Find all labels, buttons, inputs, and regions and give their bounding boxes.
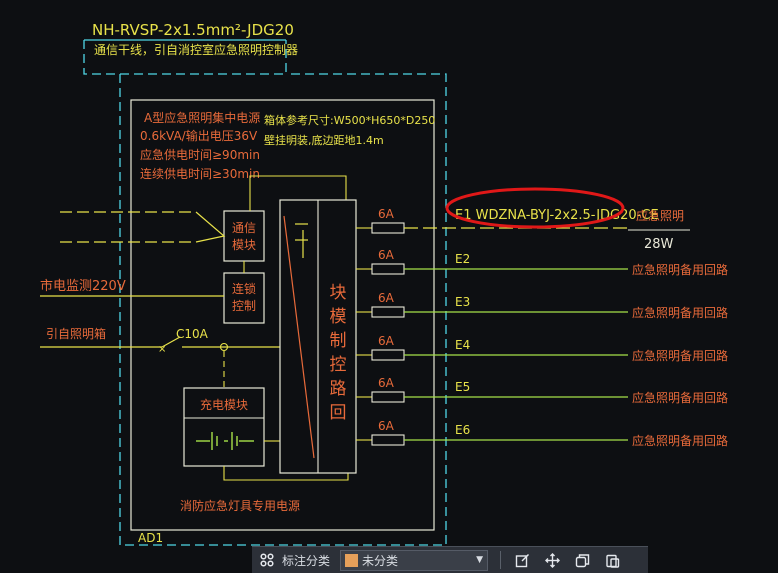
source-line-3: 连续供电时间≥30min — [140, 166, 260, 181]
e1-cable-text: E1 WDZNA-BYJ-2x2.5-JDG20-CE — [455, 208, 659, 223]
toolbar-divider — [500, 551, 502, 569]
spare-circuit-label: 应急照明备用回路 — [632, 390, 728, 405]
comm-module-box — [223, 210, 265, 262]
edit-icon[interactable] — [513, 551, 531, 569]
circuit-id: E3 — [455, 295, 470, 309]
copy-icon[interactable] — [573, 551, 591, 569]
emergency-light-text: 应急照明 — [636, 208, 684, 223]
fuse-rating: 6A — [378, 419, 395, 433]
fuse-rating: 6A — [378, 291, 395, 305]
spare-circuit-label: 应急照明备用回路 — [632, 348, 728, 363]
toolbar-label: 标注分类 — [282, 553, 331, 568]
fuse-rating: 6A — [378, 376, 395, 390]
link-control-box — [223, 272, 265, 324]
comm-module-label: 通信模块 — [232, 221, 256, 252]
fuse-symbol — [371, 434, 405, 446]
fuse-rating: 6A — [378, 334, 395, 348]
circuit-module-label: 块模制控路回 — [330, 283, 347, 423]
grid-icon[interactable] — [258, 551, 276, 569]
category-swatch — [345, 553, 359, 567]
mains-monitor-text: 市电监测220V — [40, 278, 126, 294]
power-text: 28W — [644, 237, 674, 252]
fuse-rating: 6A — [378, 207, 395, 221]
fuse-rating: 6A — [378, 248, 395, 262]
charge-module-label: 充电模块 — [200, 397, 248, 412]
comm-input-join — [195, 211, 226, 243]
circuit-id: E4 — [455, 338, 470, 352]
bottom-note: 消防应急灯具专用电源 — [180, 498, 300, 513]
charge-out-line — [223, 466, 349, 481]
lighting-source-text: 引自照明箱 — [46, 326, 106, 341]
circuit-ticks — [295, 223, 308, 258]
link-control-label: 连锁控制 — [232, 281, 256, 313]
circuit-diagonal — [283, 215, 315, 459]
category-select[interactable]: 未分类 ▼ — [340, 549, 489, 571]
box-size-text: 箱体参考尺寸:W500*H650*D250 — [264, 113, 435, 127]
breaker-label: C10A — [176, 327, 209, 341]
move-icon[interactable] — [543, 551, 561, 569]
comm-bus-line — [249, 175, 347, 211]
fuse-symbol — [371, 222, 405, 234]
fuse-symbol — [371, 391, 405, 403]
breaker-x: × — [158, 344, 166, 355]
paste-icon[interactable] — [603, 551, 621, 569]
battery-symbol — [196, 432, 254, 450]
panel-box — [130, 99, 435, 531]
chevron-down-icon: ▼ — [476, 555, 484, 565]
source-line-1: 0.6kVA/输出电压36V — [140, 128, 258, 143]
circuit-id: E6 — [455, 423, 470, 437]
spare-circuit-label: 应急照明备用回路 — [632, 262, 728, 277]
source-title: A型应急照明集中电源 — [144, 110, 260, 125]
annotation-toolbar: 标注分类 未分类 ▼ — [252, 546, 648, 573]
source-line-2: 应急供电时间≥90min — [140, 147, 260, 162]
fuse-symbol — [371, 349, 405, 361]
breaker-switch — [161, 336, 181, 348]
box-mount-text: 壁挂明装,底边距地1.4m — [264, 133, 384, 147]
fuse-symbol — [371, 306, 405, 318]
circuit-id: E5 — [455, 380, 470, 394]
panel-id: AD1 — [138, 531, 163, 545]
circuit-id: E2 — [455, 252, 470, 266]
spare-circuit-label: 应急照明备用回路 — [632, 433, 728, 448]
outer-dashed-frame — [83, 40, 447, 546]
spare-circuit-label: 应急照明备用回路 — [632, 305, 728, 320]
top-note-text: 通信干线，引自消控室应急照明控制器 — [94, 42, 298, 57]
top-cable-text: NH-RVSP-2x1.5mm²-JDG20 — [92, 21, 294, 39]
output-circuits: 6A 6A E2 应急照明备用回路 6A E3 应急照明备用回路 6A E4 应急照明备用回路 6A… — [356, 207, 728, 448]
highlight-ellipse — [445, 187, 625, 229]
category-select-value: 未分类 — [362, 553, 399, 568]
junction-node — [219, 342, 229, 352]
fuse-symbol — [371, 263, 405, 275]
